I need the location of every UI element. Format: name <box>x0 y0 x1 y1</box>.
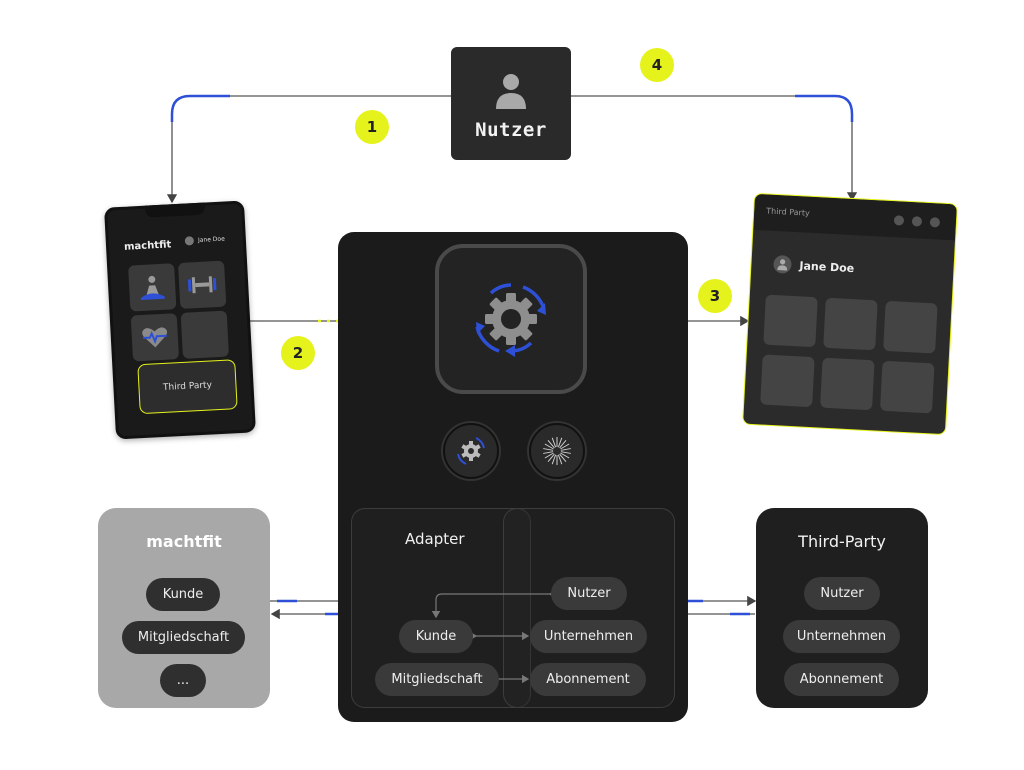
third-party-entity-abonnement: Abonnement <box>784 663 899 696</box>
step-badge-1: 1 <box>355 110 389 144</box>
content-tile[interactable] <box>883 300 938 354</box>
phone-mockup: machtfit Jane Doe Third Party <box>104 200 256 440</box>
window-user-chip: Jane Doe <box>773 254 855 277</box>
content-tile[interactable] <box>879 360 935 414</box>
user-node-label: Nutzer <box>475 119 547 141</box>
gear-sync-icon <box>457 437 485 465</box>
adapter-entity-abonnement: Abonnement <box>530 663 646 696</box>
machtfit-entity-mitgliedschaft: Mitgliedschaft <box>122 621 245 654</box>
burst-icon <box>543 437 571 465</box>
phone-brand-logo: machtfit <box>123 239 172 253</box>
window-titlebar: Third Party <box>753 193 957 241</box>
dumbbell-icon <box>187 276 217 294</box>
heart-tile[interactable] <box>130 313 180 362</box>
window-title: Third Party <box>766 206 810 218</box>
avatar-icon <box>184 236 195 246</box>
third-party-button[interactable]: Third Party <box>137 359 238 415</box>
connector-user-to-phone <box>166 95 451 204</box>
content-tile[interactable] <box>763 294 818 348</box>
empty-tile[interactable] <box>180 310 229 359</box>
gear-sync-icon <box>475 283 546 357</box>
third-party-panel: Third-Party Nutzer Unternehmen Abonnemen… <box>756 508 928 708</box>
window-user-name: Jane Doe <box>799 258 855 275</box>
content-tile[interactable] <box>760 354 815 408</box>
phone-notch <box>144 202 206 218</box>
phone-user-name: Jane Doe <box>197 235 226 244</box>
step-badge-4: 4 <box>640 48 674 82</box>
dumbbell-tile[interactable] <box>178 260 227 309</box>
third-party-entity-nutzer: Nutzer <box>804 577 880 610</box>
step-badge-2: 2 <box>281 336 315 370</box>
content-tile[interactable] <box>823 297 878 351</box>
adapter-entity-unternehmen: Unternehmen <box>530 620 647 653</box>
user-icon <box>496 74 526 109</box>
third-party-panel-title: Third-Party <box>798 532 886 551</box>
adapter-entity-kunde: Kunde <box>399 620 473 653</box>
window-control-icon[interactable] <box>911 216 923 227</box>
adapter-entity-mitgliedschaft: Mitgliedschaft <box>375 663 499 696</box>
window-control-icon[interactable] <box>929 217 941 228</box>
sync-mini-node <box>443 423 499 479</box>
third-party-entity-unternehmen: Unternehmen <box>783 620 900 653</box>
user-node: Nutzer <box>451 47 571 160</box>
window-control-icon[interactable] <box>893 215 905 226</box>
meditation-tile[interactable] <box>128 263 177 312</box>
sync-engine <box>435 244 587 394</box>
avatar-icon <box>773 254 792 274</box>
step-badge-3: 3 <box>698 279 732 313</box>
connector-user-to-browser <box>571 95 858 202</box>
third-party-window: Third Party Jane Doe <box>742 192 958 436</box>
meditation-icon <box>140 275 165 301</box>
machtfit-panel: machtfit Kunde Mitgliedschaft ... <box>98 508 270 708</box>
burst-mini-node <box>529 423 585 479</box>
machtfit-logo: machtfit <box>146 532 222 551</box>
machtfit-entity-kunde: Kunde <box>146 578 220 611</box>
phone-user-chip: Jane Doe <box>184 235 226 246</box>
adapter-title: Adapter <box>405 530 465 548</box>
heart-rate-icon <box>142 327 168 348</box>
machtfit-entity-more: ... <box>160 664 206 697</box>
content-tile[interactable] <box>820 357 875 411</box>
adapter-entity-nutzer: Nutzer <box>551 577 627 610</box>
